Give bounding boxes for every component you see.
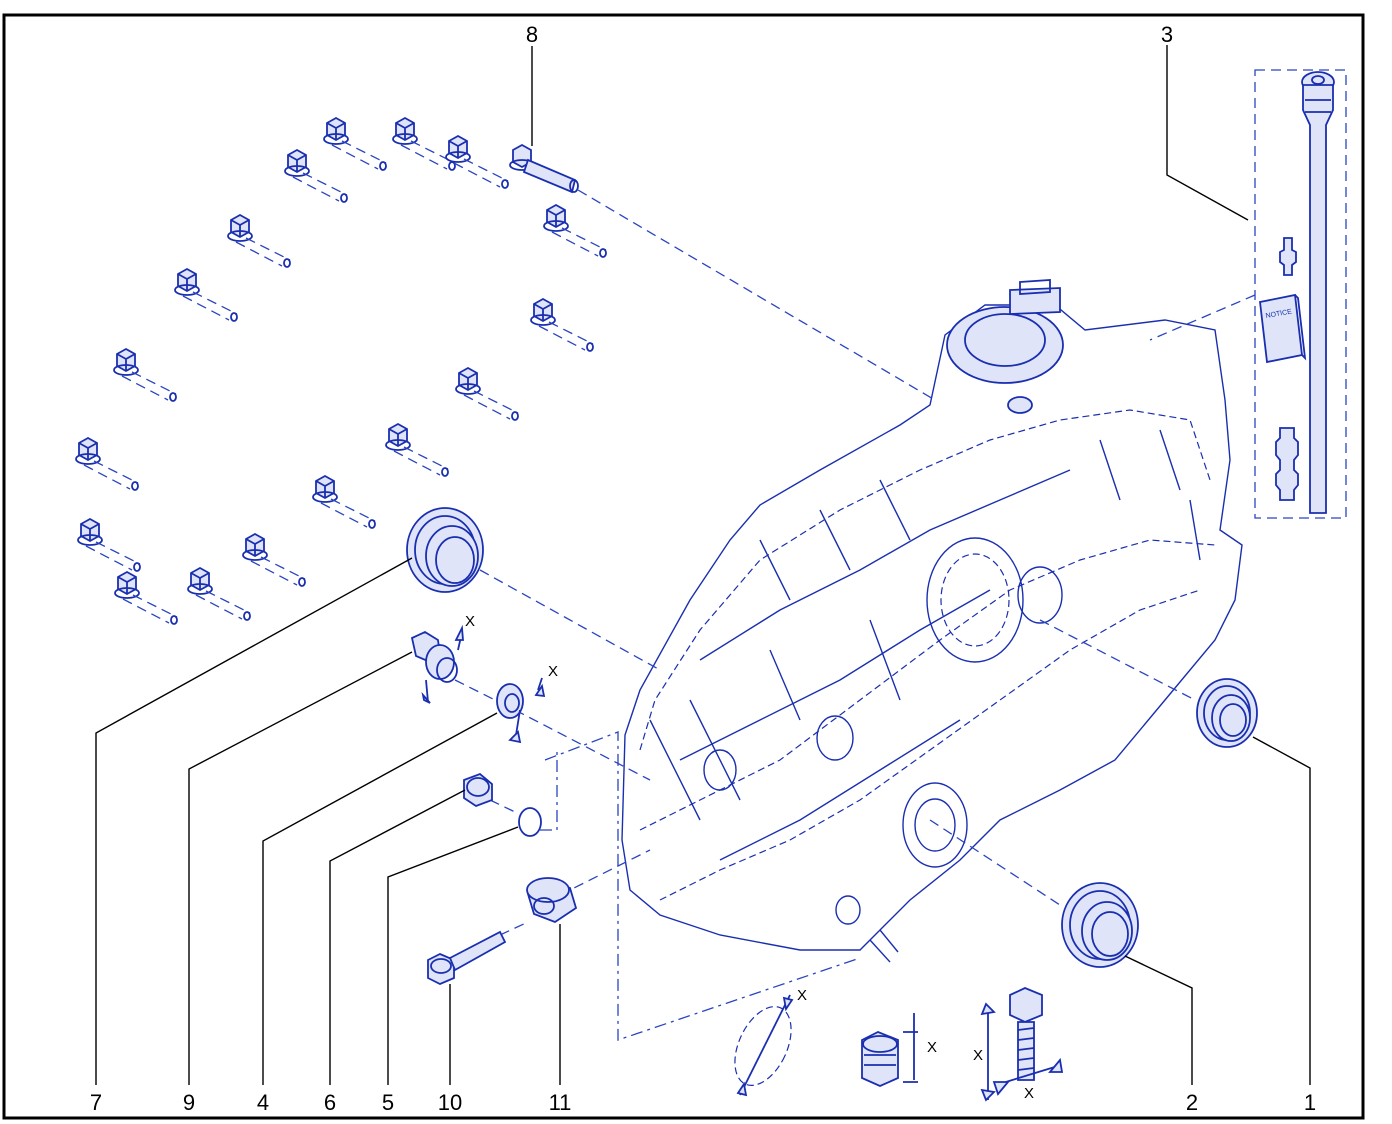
bolt xyxy=(114,571,178,625)
seal-2 xyxy=(1061,882,1139,968)
bolt xyxy=(385,423,449,477)
bolt xyxy=(75,437,139,491)
callout-11: 11 xyxy=(549,1090,572,1115)
gearbox-housing xyxy=(621,279,1243,963)
bolt xyxy=(392,117,456,171)
part-11-sleeve xyxy=(526,877,578,924)
bolt xyxy=(187,567,251,621)
part-9-sensor xyxy=(410,624,464,704)
bolt xyxy=(284,149,348,203)
bolt xyxy=(323,117,387,171)
kit-3-box xyxy=(1254,69,1347,519)
bolt-8 xyxy=(509,143,579,194)
bolt xyxy=(530,298,594,352)
kit-3: NOTICE xyxy=(1254,69,1347,519)
part-10-bolt xyxy=(427,930,507,985)
part-4-washer xyxy=(496,677,546,744)
dimension-x-label-3: X xyxy=(973,1047,983,1064)
callout-4: 4 xyxy=(257,1090,269,1115)
bolt xyxy=(455,367,519,421)
dimension-x-label-4: X xyxy=(1024,1085,1034,1102)
callout-2: 2 xyxy=(1186,1090,1198,1115)
bolt xyxy=(445,135,509,189)
bolt xyxy=(242,533,306,587)
dimension-x-label-9: X xyxy=(465,613,475,630)
legend-symbols: X X X X xyxy=(734,987,1064,1102)
assembly-lines xyxy=(454,189,1256,1041)
dimension-x-label-4b: X xyxy=(548,663,558,680)
callout-10: 10 xyxy=(438,1090,462,1115)
callout-5: 5 xyxy=(382,1090,394,1115)
callout-numbers: 8 3 7 9 4 6 5 10 11 2 1 X X xyxy=(90,22,1316,1115)
dimension-x-label-2: X xyxy=(927,1039,937,1056)
callout-8: 8 xyxy=(526,22,538,47)
bolt xyxy=(113,348,177,402)
part-5-ring xyxy=(518,807,542,837)
part-6-plug xyxy=(463,772,493,808)
bolt xyxy=(543,204,607,258)
seal-1 xyxy=(1196,678,1258,748)
callout-3: 3 xyxy=(1161,22,1173,47)
seal-7 xyxy=(406,507,484,593)
leader-lines xyxy=(95,45,1311,1085)
bolt xyxy=(174,268,238,322)
bolt xyxy=(312,475,376,529)
bolt-cluster xyxy=(75,117,607,625)
callout-6: 6 xyxy=(324,1090,336,1115)
callout-9: 9 xyxy=(183,1090,195,1115)
dimension-x-label-1: X xyxy=(797,987,807,1004)
callout-1: 1 xyxy=(1304,1090,1316,1115)
callout-7: 7 xyxy=(90,1090,102,1115)
bolt xyxy=(77,518,141,572)
bolt xyxy=(227,214,291,268)
notice-label: NOTICE xyxy=(1265,308,1293,320)
frame-border xyxy=(2,13,1365,1120)
